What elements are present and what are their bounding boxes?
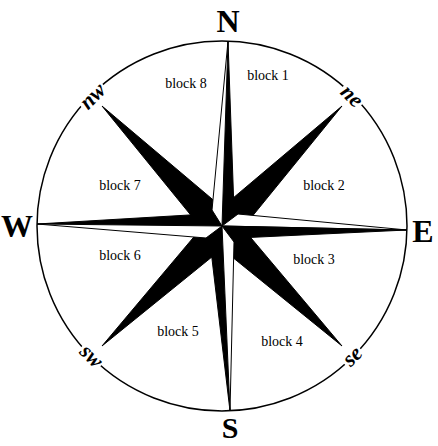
block-label: block 4 (261, 335, 303, 349)
cardinal-letter: E (412, 215, 433, 247)
block-label: block 1 (247, 69, 289, 83)
block-label: block 7 (99, 179, 141, 193)
block-label: block 6 (99, 249, 141, 263)
compass-circle (37, 41, 407, 411)
block-label: block 2 (303, 179, 345, 193)
block-label: block 8 (165, 77, 207, 91)
block-label: block 3 (293, 253, 335, 267)
cardinal-arms (37, 41, 407, 411)
cardinal-letter: W (1, 210, 33, 242)
cardinal-letter: N (216, 5, 239, 37)
cardinal-letter: S (222, 413, 239, 443)
block-label: block 5 (157, 325, 199, 339)
